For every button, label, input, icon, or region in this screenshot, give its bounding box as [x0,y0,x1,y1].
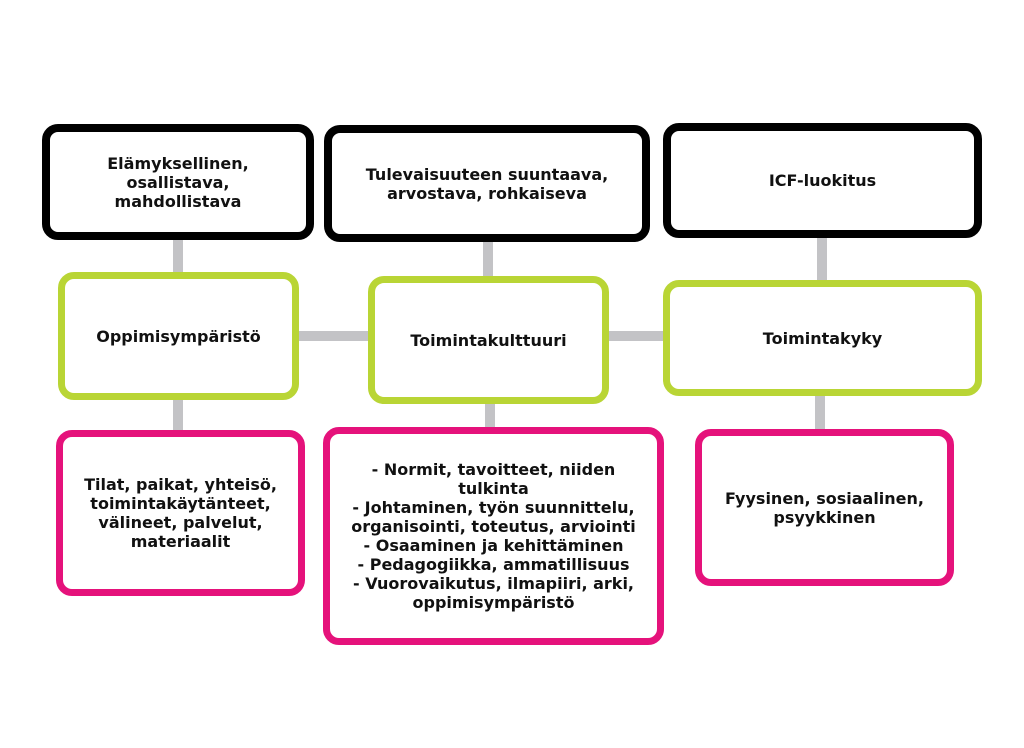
box-top-future-oriented: Tulevaisuuteen suuntaava, arvostava, roh… [324,125,650,242]
connector-top-center [483,238,493,278]
box-top-future-oriented-text: Tulevaisuuteen suuntaava, arvostava, roh… [365,164,609,203]
connector-middle-left-center [296,331,374,341]
box-bottom-spaces-text: Tilat, paikat, yhteisö, toimintakäytänte… [84,475,277,551]
connector-top-left [173,236,183,276]
box-bottom-physical: Fyysinen, sosiaalinen, psyykkinen [695,429,954,586]
box-bottom-spaces: Tilat, paikat, yhteisö, toimintakäytänte… [56,430,305,596]
box-bottom-norms-text: - Normit, tavoitteet, niiden tulkinta - … [351,460,636,612]
connector-bottom-left [173,396,183,436]
box-bottom-norms: - Normit, tavoitteet, niiden tulkinta - … [323,427,664,645]
box-top-icf-text: ICF-luokitus [768,171,877,190]
connector-bottom-center [485,400,495,432]
box-functional-capacity-text: Toimintakyky [762,328,883,348]
box-top-experiential-text: Elämyksellinen, osallistava, mahdollista… [107,153,249,211]
box-learning-environment-text: Oppimisympäristö [96,326,261,346]
connector-bottom-right [815,393,825,433]
connector-top-right [817,234,827,284]
box-top-experiential: Elämyksellinen, osallistava, mahdollista… [42,124,314,240]
box-operating-culture: Toimintakulttuuri [368,276,609,404]
box-top-icf: ICF-luokitus [663,123,982,238]
box-operating-culture-text: Toimintakulttuuri [410,330,567,350]
box-functional-capacity: Toimintakyky [663,280,982,396]
box-bottom-physical-text: Fyysinen, sosiaalinen, psyykkinen [725,488,924,527]
box-learning-environment: Oppimisympäristö [58,272,299,400]
connector-middle-center-right [604,331,668,341]
